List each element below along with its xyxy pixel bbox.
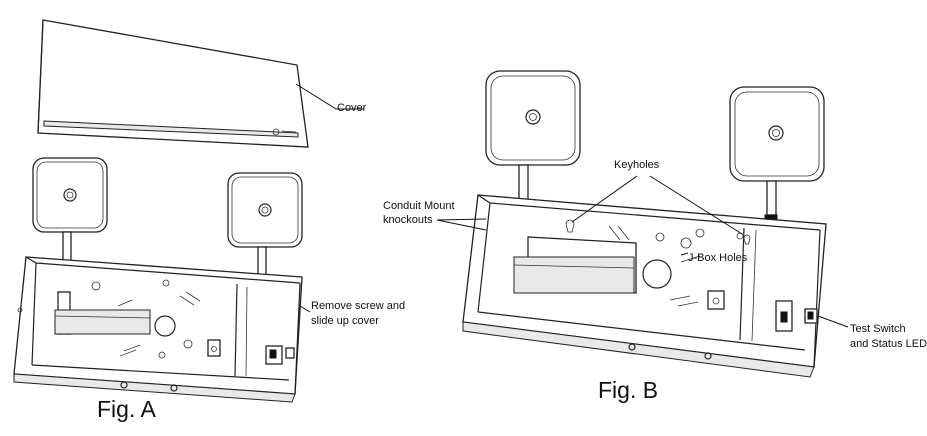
figure-b-caption: Fig. B bbox=[598, 377, 659, 403]
fig-a-left-lamp-head bbox=[32, 157, 108, 273]
conduit-label-line1: Conduit Mount bbox=[383, 200, 455, 212]
test-switch-label-line1: Test Switch bbox=[850, 323, 906, 335]
fig-a-housing bbox=[13, 256, 303, 403]
fig-b-housing bbox=[462, 194, 827, 378]
conduit-label-line2: knockouts bbox=[383, 214, 433, 226]
fig-b-left-lamp-head bbox=[485, 70, 581, 213]
leader-lines bbox=[295, 83, 849, 328]
fig-a-cover bbox=[37, 19, 309, 148]
fig-b-right-lamp-head bbox=[729, 86, 825, 227]
cover-label: Cover bbox=[337, 102, 367, 114]
keyholes-label: Keyholes bbox=[614, 159, 660, 171]
remove-screw-label-line1: Remove screw and bbox=[311, 300, 406, 312]
fig-a-right-lamp-head bbox=[227, 172, 303, 286]
figure-a-caption: Fig. A bbox=[97, 396, 156, 422]
jbox-holes-label: J-Box Holes bbox=[688, 252, 748, 264]
remove-screw-label-line2: slide up cover bbox=[311, 315, 379, 327]
test-switch-label-line2: and Status LED bbox=[850, 338, 927, 350]
